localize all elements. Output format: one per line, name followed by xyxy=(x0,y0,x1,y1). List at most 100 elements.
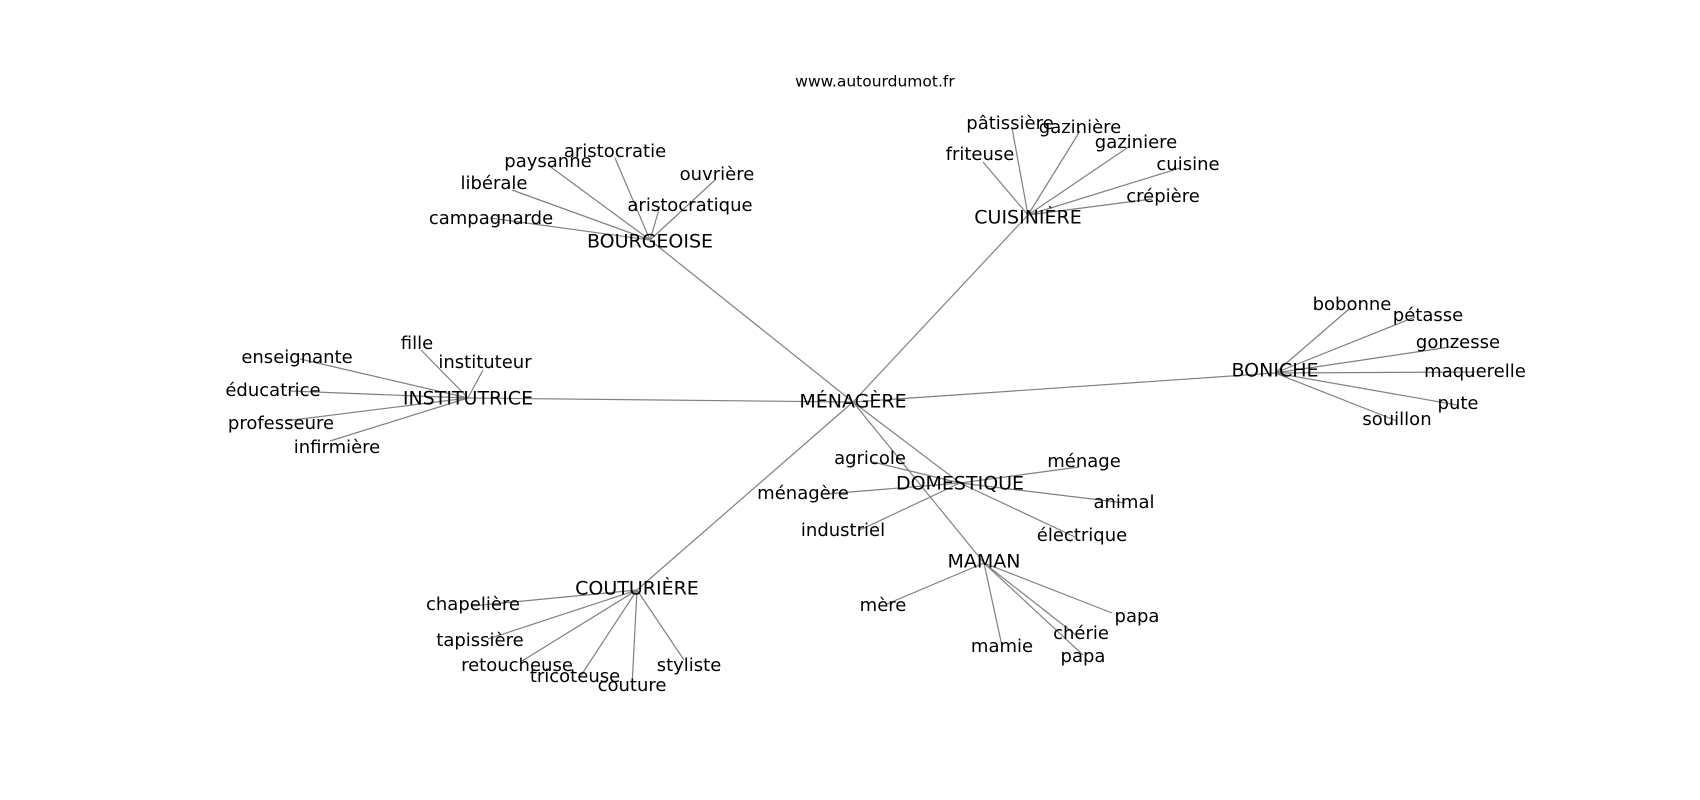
source-label: www.autourdumot.fr xyxy=(795,73,955,91)
edge-hub-leaf xyxy=(1274,372,1398,422)
edge-hub-leaf xyxy=(1274,308,1350,374)
leaf-node-label: souillon xyxy=(1362,409,1431,430)
edge-hub-leaf xyxy=(983,562,1077,636)
edge-hub-leaf xyxy=(631,589,638,687)
edge-center-hub xyxy=(852,401,961,484)
edge-hub-leaf xyxy=(636,589,685,661)
edge-hub-leaf xyxy=(859,482,961,531)
leaf-node-label: gazinière xyxy=(1039,117,1121,138)
leaf-node-label: pute xyxy=(1438,393,1479,414)
hub-node-label: BONICHE xyxy=(1231,360,1318,382)
edge-hub-leaf xyxy=(1011,127,1029,216)
leaf-node-label: ouvrière xyxy=(680,164,755,185)
leaf-node-label: instituteur xyxy=(438,352,532,373)
hub-node-label: DOMESTIQUE xyxy=(896,473,1024,495)
leaf-node-label: infirmière xyxy=(294,437,381,458)
leaf-node-label: animal xyxy=(1093,492,1154,513)
hub-node-label: INSTITUTRICE xyxy=(403,388,533,410)
graph-labels: www.autourdumot.fr MÉNAGÈRE BOURGEOISE ar… xyxy=(225,73,1525,697)
edge-hub-leaf xyxy=(521,589,638,662)
leaf-node-label: retoucheuse xyxy=(461,655,573,676)
leaf-node-label: couture xyxy=(598,675,667,696)
edge-center-hub xyxy=(636,401,854,591)
edge-hub-leaf xyxy=(959,466,1080,484)
edge-hub-leaf xyxy=(329,397,469,442)
leaf-node-label: papa xyxy=(1115,606,1160,627)
edge-hub-leaf xyxy=(983,562,1084,656)
leaf-node-label: chérie xyxy=(1053,623,1109,644)
leaf-node-label: tapissière xyxy=(436,630,523,651)
leaf-node-label: ménagère xyxy=(757,483,849,504)
edge-hub-leaf xyxy=(825,482,961,495)
leaf-node-label: fille xyxy=(401,333,433,354)
leaf-node-label: gonzesse xyxy=(1416,332,1500,353)
leaf-node-label: chapelière xyxy=(426,594,520,615)
leaf-node-label: mère xyxy=(860,595,907,616)
edge-hub-leaf xyxy=(1027,198,1153,216)
hub-node-label: BOURGEOISE xyxy=(587,231,713,253)
edge-hub-leaf xyxy=(614,157,651,241)
leaf-node-label: cuisine xyxy=(1156,154,1219,175)
leaf-node-label: agricole xyxy=(834,448,906,469)
leaf-node-label: éducatrice xyxy=(225,380,320,401)
leaf-node-label: styliste xyxy=(657,655,722,676)
edge-hub-leaf xyxy=(1027,145,1131,216)
edge-hub-leaf xyxy=(1027,130,1081,216)
leaf-node-label: ménage xyxy=(1047,451,1121,472)
edge-hub-leaf xyxy=(1274,316,1416,374)
edge-hub-leaf xyxy=(299,358,469,399)
edge-hub-leaf xyxy=(1274,372,1458,406)
hub-node-label: COUTURIÈRE xyxy=(575,577,699,600)
edge-center-hub xyxy=(649,239,854,403)
edge-hub-leaf xyxy=(289,390,469,399)
edge-hub-leaf xyxy=(649,205,661,241)
leaf-node-label: professeure xyxy=(228,413,334,434)
leaf-node-label: aristocratique xyxy=(627,195,752,216)
hub-node-label: CUISINIÈRE xyxy=(974,206,1081,229)
leaf-node-label: paysanne xyxy=(504,151,591,172)
edge-hub-leaf xyxy=(886,562,985,605)
leaf-node-label: bobonne xyxy=(1313,294,1392,315)
leaf-node-label: enseignante xyxy=(241,347,352,368)
edge-hub-leaf xyxy=(1274,371,1476,374)
edge-hub-leaf xyxy=(872,461,961,484)
leaf-node-label: gaziniere xyxy=(1095,132,1177,153)
leaf-node-label: maquerelle xyxy=(1424,361,1526,382)
leaf-node-label: crépière xyxy=(1126,186,1200,207)
edge-hub-leaf xyxy=(579,589,638,678)
edge-hub-leaf xyxy=(982,161,1029,216)
edge-hub-leaf xyxy=(511,189,651,241)
leaf-node-label: papa xyxy=(1061,646,1106,667)
leaf-node-label: pâtissière xyxy=(966,113,1053,134)
leaf-node-label: mamie xyxy=(971,636,1033,657)
edge-hub-leaf xyxy=(983,562,1003,647)
leaf-node-label: friteuse xyxy=(946,144,1015,165)
graph-edges xyxy=(284,127,1476,687)
edge-hub-leaf xyxy=(284,397,469,422)
edge-hub-leaf xyxy=(471,589,638,607)
leaf-node-label: tricoteuse xyxy=(530,666,620,687)
edge-hub-leaf xyxy=(649,179,716,241)
edge-hub-leaf xyxy=(547,164,651,241)
edge-center-hub xyxy=(852,401,985,564)
hub-node-label: MAMAN xyxy=(948,551,1021,573)
leaf-node-label: industriel xyxy=(801,520,885,541)
edge-hub-leaf xyxy=(467,369,484,399)
leaf-node-label: libérale xyxy=(460,173,527,194)
leaf-node-label: campagnarde xyxy=(429,208,553,229)
edge-hub-leaf xyxy=(959,482,1126,504)
edge-hub-leaf xyxy=(959,482,1076,538)
leaf-node-label: électrique xyxy=(1037,525,1127,546)
leaf-node-label: pétasse xyxy=(1393,305,1463,326)
edge-hub-leaf xyxy=(489,217,651,241)
edge-center-hub xyxy=(852,372,1276,403)
edge-center-hub xyxy=(467,397,854,403)
leaf-node-label: aristocratie xyxy=(564,141,666,162)
edge-hub-leaf xyxy=(420,349,469,399)
edge-hub-leaf xyxy=(983,562,1113,614)
edge-center-hub xyxy=(852,214,1029,403)
edge-hub-leaf xyxy=(1027,167,1181,216)
center-node-label: MÉNAGÈRE xyxy=(799,390,906,413)
edge-hub-leaf xyxy=(487,589,638,640)
